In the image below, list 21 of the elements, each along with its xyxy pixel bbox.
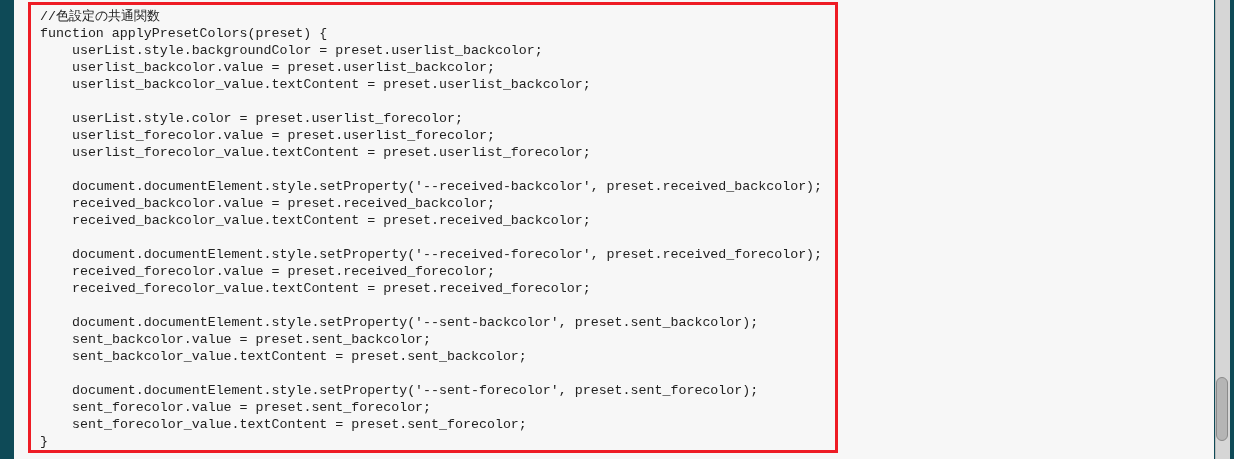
code-line: document.documentElement.style.setProperty('--sent-backcolor', preset.sent_backcolor); [72, 314, 759, 331]
code-line: function applyPresetColors(preset) { [40, 25, 328, 42]
code-line: received_backcolor.value = preset.received_backcolor; [72, 195, 495, 212]
code-line: userlist_backcolor_value.textContent = preset.userlist_backcolor; [72, 76, 591, 93]
code-line: sent_forecolor_value.textContent = preset.sent_forecolor; [72, 416, 527, 433]
code-line: received_backcolor_value.textContent = preset.received_backcolor; [72, 212, 591, 229]
code-line: received_forecolor_value.textContent = preset.received_forecolor; [72, 280, 591, 297]
code-line: document.documentElement.style.setProperty('--sent-forecolor', preset.sent_forecolor); [72, 382, 759, 399]
code-line: sent_backcolor.value = preset.sent_backcolor; [72, 331, 432, 348]
code-line: } [40, 433, 48, 450]
code-line: document.documentElement.style.setProperty('--received-forecolor', preset.received_forecolor); [72, 246, 823, 263]
code-line: document.documentElement.style.setProperty('--received-backcolor', preset.received_backcolor); [72, 178, 823, 195]
code-comment: //色設定の共通関数 [40, 8, 160, 25]
code-line: userlist_forecolor.value = preset.userlist_forecolor; [72, 127, 495, 144]
code-line: userList.style.color = preset.userlist_forecolor; [72, 110, 463, 127]
code-line: userList.style.backgroundColor = preset.userlist_backcolor; [72, 42, 543, 59]
code-line: userlist_forecolor_value.textContent = preset.userlist_forecolor; [72, 144, 591, 161]
code-line: sent_forecolor.value = preset.sent_forecolor; [72, 399, 432, 416]
code-line: sent_backcolor_value.textContent = preset.sent_backcolor; [72, 348, 527, 365]
code-line: userlist_backcolor.value = preset.userlist_backcolor; [72, 59, 495, 76]
code-line: received_forecolor.value = preset.received_forecolor; [72, 263, 495, 280]
